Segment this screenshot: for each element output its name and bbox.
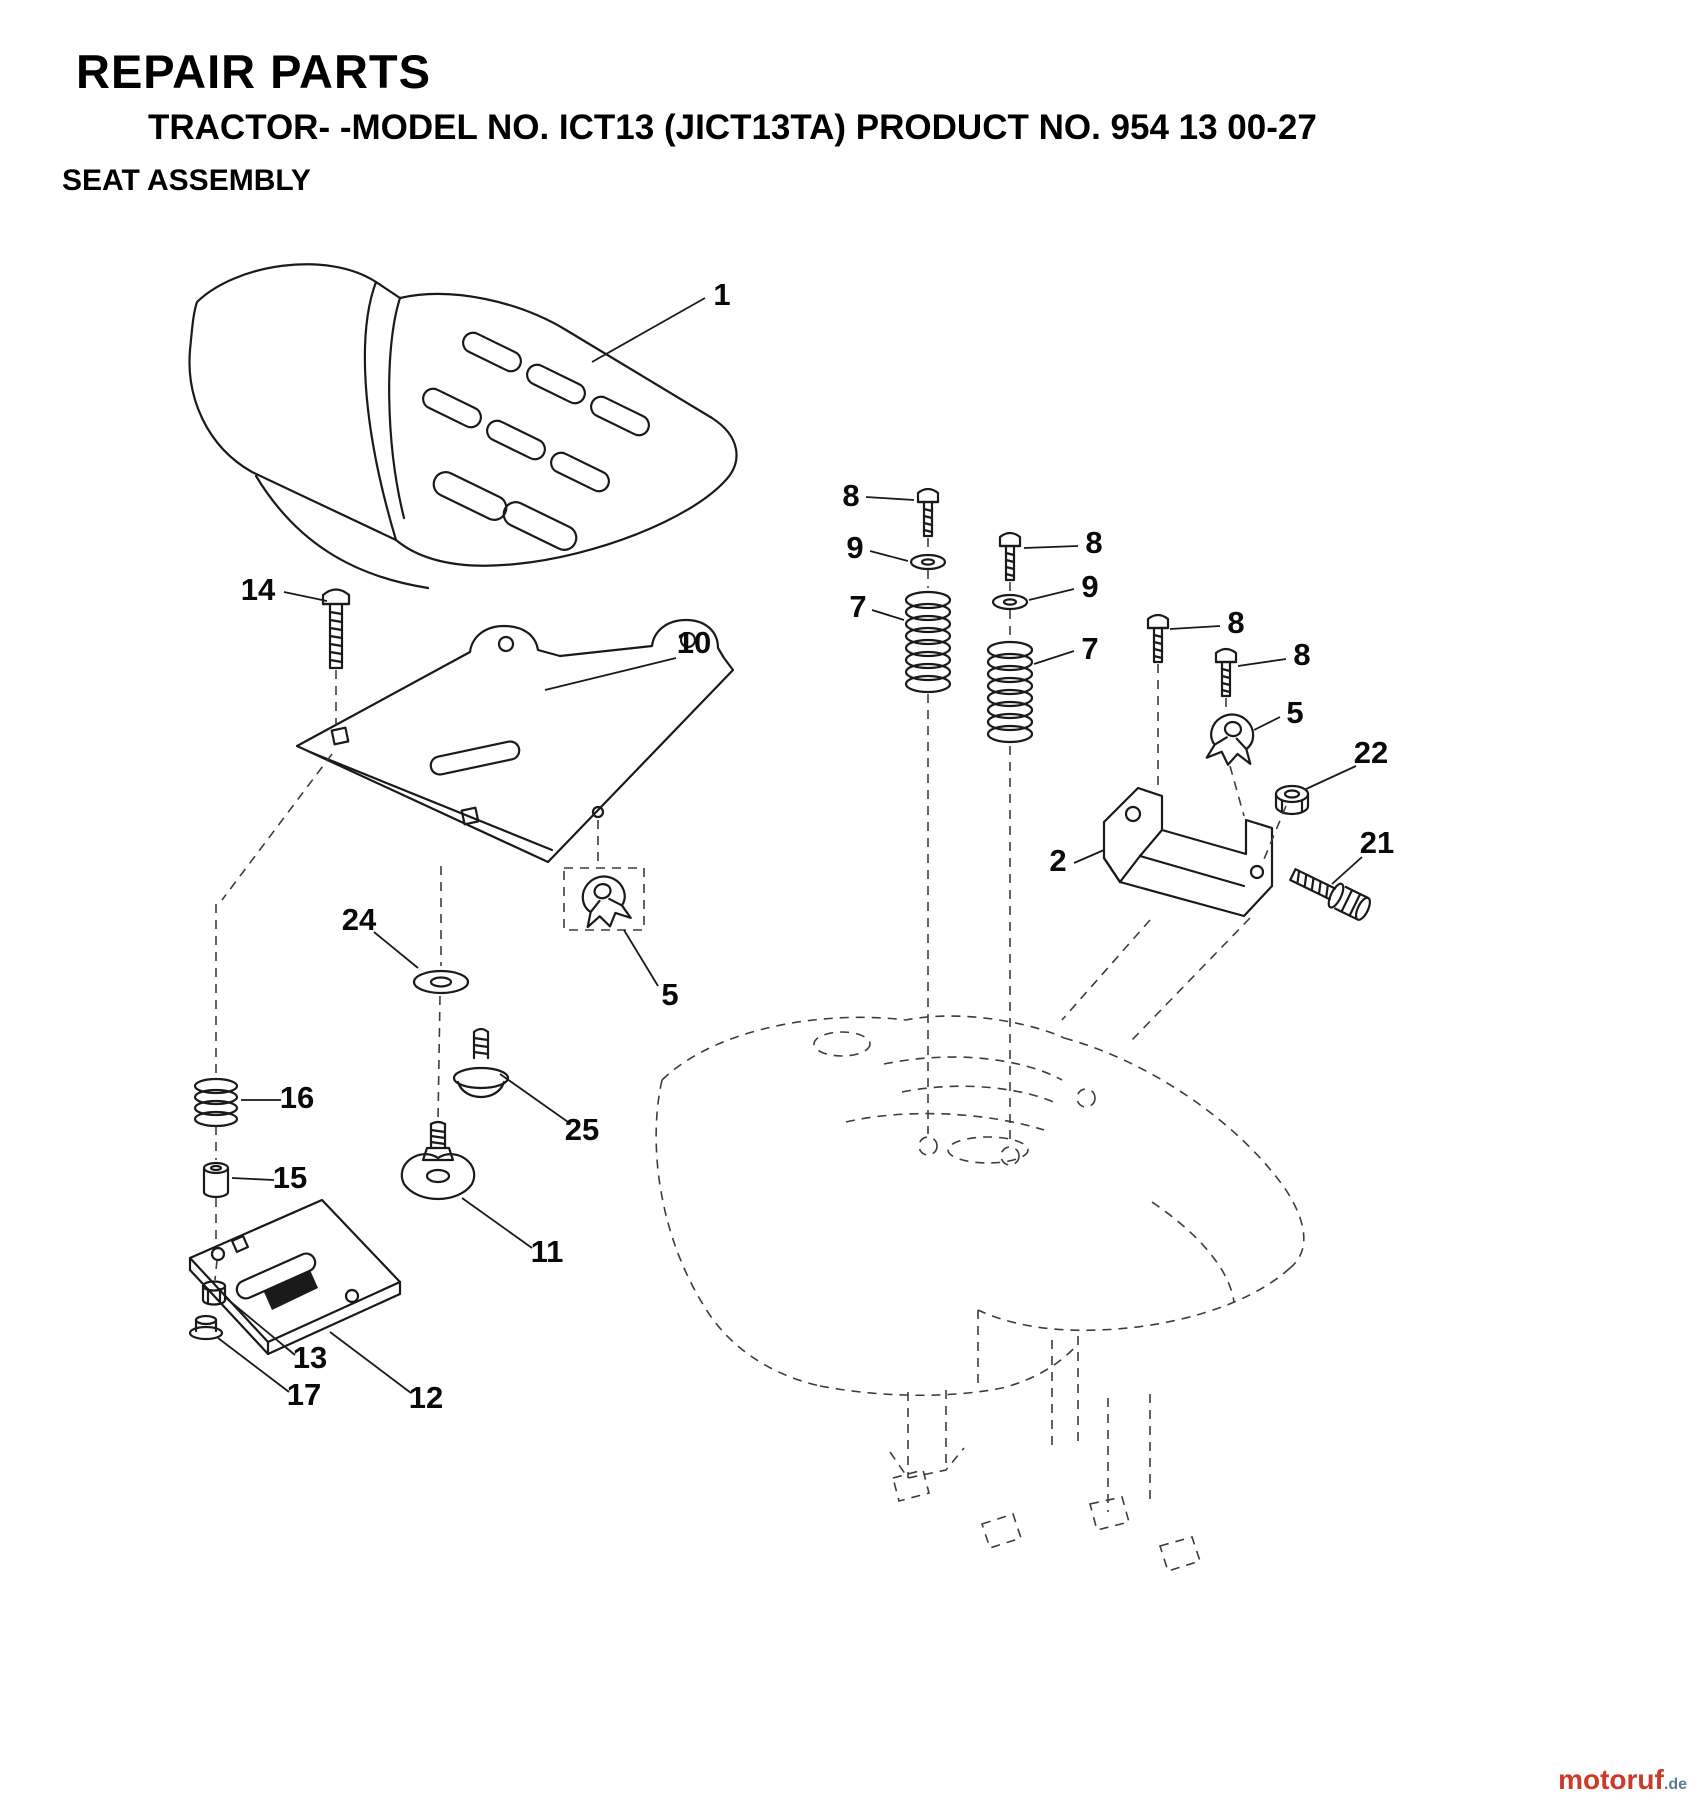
part-flange-nut-17 [188, 1314, 224, 1341]
part-nut-13 [201, 1280, 227, 1306]
part-bushing-15 [202, 1161, 230, 1199]
part-bolt-8b [998, 531, 1022, 582]
callout-25-label: 25 [565, 1112, 599, 1147]
part-adjuster-plate-12 [188, 1198, 402, 1356]
part-shoulder-bolt-14 [321, 588, 351, 670]
part-nut-22 [1274, 784, 1310, 816]
callout-8b-label: 8 [1085, 525, 1102, 560]
part-spring-7a [904, 590, 952, 694]
callout-5a-label: 5 [1286, 695, 1303, 730]
callout-10-label: 10 [677, 625, 711, 660]
callout-8b: 8 [1023, 525, 1103, 560]
callout-13: 13 [225, 1297, 327, 1375]
callout-21: 21 [1331, 825, 1394, 885]
callout-8a: 8 [842, 478, 915, 513]
callout-15-label: 15 [273, 1160, 307, 1195]
callout-17-label: 17 [287, 1377, 321, 1412]
part-seat-clip-5a [1205, 710, 1258, 769]
callout-7b-label: 7 [1081, 631, 1098, 666]
page-title: REPAIR PARTS [76, 45, 431, 98]
watermark: motoruf.de [1558, 1764, 1687, 1796]
part-seat-pan [295, 618, 735, 864]
watermark-brand: motoruf [1558, 1764, 1664, 1795]
callout-21-label: 21 [1360, 825, 1394, 860]
callout-7a-label: 7 [849, 589, 866, 624]
callout-8a-label: 8 [842, 478, 859, 513]
callout-7a: 7 [849, 589, 905, 624]
callout-13-label: 13 [293, 1340, 327, 1375]
part-seat-bracket [1102, 786, 1274, 918]
callout-2-label: 2 [1049, 843, 1066, 878]
callout-2: 2 [1049, 843, 1105, 878]
callout-5b: 5 [623, 929, 679, 1012]
part-seat [188, 263, 738, 590]
part-bolt-8a [916, 487, 940, 538]
callout-9a: 9 [846, 530, 909, 565]
part-seat-clip-5b [576, 871, 633, 933]
callout-24: 24 [342, 902, 419, 969]
part-shoulder-screw-25 [452, 1027, 510, 1098]
callout-9b-label: 9 [1081, 569, 1098, 604]
callout-8d: 8 [1237, 637, 1311, 672]
callout-16: 16 [241, 1080, 314, 1115]
callout-24-label: 24 [342, 902, 377, 937]
callout-8c: 8 [1169, 605, 1245, 640]
callout-12-label: 12 [409, 1380, 443, 1415]
callout-15: 15 [231, 1160, 307, 1195]
part-wing-knob-11 [400, 1120, 476, 1201]
watermark-tld: .de [1663, 1776, 1687, 1793]
callout-9a-label: 9 [846, 530, 863, 565]
part-spring-7b [986, 640, 1034, 744]
part-washer-9a [909, 553, 947, 571]
callout-8c-label: 8 [1227, 605, 1244, 640]
part-bolt-8c [1146, 613, 1170, 664]
part-washer-9b [991, 593, 1029, 611]
assembly-axes [214, 538, 1287, 1281]
callout-9b: 9 [1028, 569, 1099, 604]
part-bolt-8d [1214, 647, 1238, 698]
callout-11-label: 11 [531, 1234, 564, 1269]
callout-5a: 5 [1253, 695, 1304, 731]
callout-14-label: 14 [241, 572, 276, 607]
callout-11: 11 [461, 1197, 564, 1269]
callout-8d-label: 8 [1293, 637, 1310, 672]
part-bolt-21 [1289, 868, 1371, 921]
callout-12: 12 [329, 1331, 443, 1415]
callout-14: 14 [241, 572, 328, 607]
callout-22-label: 22 [1354, 735, 1388, 770]
callouts: 1 14 10 8 9 7 [217, 277, 1394, 1415]
callout-22: 22 [1305, 735, 1388, 790]
callout-25: 25 [499, 1073, 599, 1147]
part-washer-24 [412, 969, 470, 995]
callout-7b: 7 [1033, 631, 1099, 666]
callout-10: 10 [544, 625, 711, 691]
section-title: SEAT ASSEMBLY [62, 164, 311, 197]
fender-outline [655, 1015, 1305, 1573]
callout-17: 17 [217, 1337, 321, 1412]
callout-1-label: 1 [713, 277, 730, 312]
callout-5b-label: 5 [661, 977, 678, 1012]
callout-1: 1 [591, 277, 731, 363]
callout-16-label: 16 [280, 1080, 314, 1115]
part-spring-16 [193, 1077, 239, 1128]
model-line: TRACTOR- -MODEL NO. ICT13 (JICT13TA) PRO… [148, 108, 1317, 147]
